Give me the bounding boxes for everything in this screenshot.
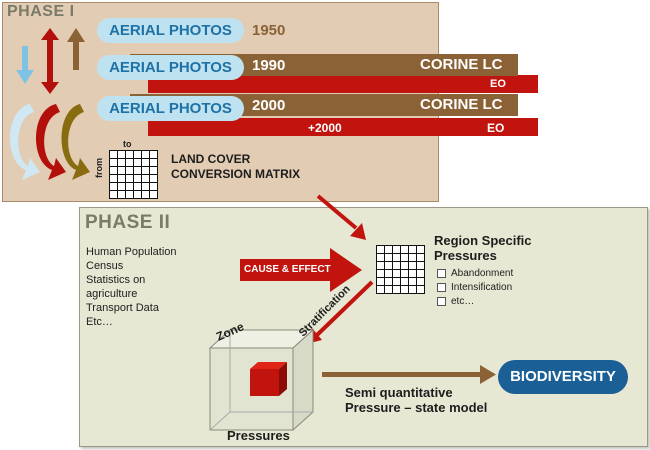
eo-2000: EO	[487, 121, 505, 135]
aerial-photos-1950-pill: AERIAL PHOTOS	[97, 18, 244, 43]
corine-lc-2000: CORINE LC	[420, 96, 503, 113]
matrix-title-line1: LAND COVER	[171, 152, 251, 166]
checkbox-icon	[437, 296, 446, 306]
year-1950: 1950	[252, 22, 286, 39]
cause-effect-label: CAUSE & EFFECT	[244, 264, 331, 275]
corine-lc-1990: CORINE LC	[420, 56, 503, 73]
data-source-item: Census	[86, 260, 124, 272]
matrix-to-region-arrow-icon	[316, 194, 366, 240]
eo-1990: EO	[490, 78, 506, 90]
data-source-item: agriculture	[86, 288, 138, 300]
brown-up-arrow-icon	[67, 28, 85, 70]
conversion-matrix-grid	[109, 150, 158, 199]
to-biodiversity-arrow-icon	[322, 365, 496, 384]
pressure-item: etc…	[437, 295, 513, 309]
data-source-item: Human Population	[86, 246, 177, 258]
region-title-line1: Region Specific	[434, 233, 532, 248]
pressures-label: Pressures	[227, 428, 290, 443]
aerial-photos-2000-pill: AERIAL PHOTOS	[97, 96, 244, 121]
region-title-line2: Pressures	[434, 248, 497, 263]
model-label: Semi quantitative Pressure – state model	[345, 385, 487, 415]
region-pressures-list: Abandonment Intensification etc…	[437, 267, 513, 309]
curved-arrows-icon	[9, 104, 90, 180]
phase1-title: PHASE I	[7, 3, 75, 20]
matrix-title-line2: CONVERSION MATRIX	[171, 167, 301, 181]
data-source-item: Transport Data	[86, 302, 159, 314]
red-double-arrow-icon	[41, 28, 59, 94]
checkbox-icon	[437, 268, 446, 278]
data-sources-list: Human Population Census Statistics on ag…	[86, 245, 177, 329]
pressure-item: Intensification	[437, 281, 513, 295]
eo-1990-bar	[148, 75, 538, 93]
blue-down-arrow-icon	[16, 46, 34, 84]
data-source-item: Etc…	[86, 316, 113, 328]
year-2000: 2000	[252, 97, 286, 114]
matrix-to-label: to	[123, 139, 132, 149]
aerial-photos-1990-pill: AERIAL PHOTOS	[97, 55, 244, 80]
checkbox-icon	[437, 282, 446, 292]
data-source-item: Statistics on	[86, 274, 146, 286]
phase2-title: PHASE II	[85, 212, 171, 233]
model-label-line2: Pressure – state model	[345, 400, 488, 415]
phase1-arrows	[9, 28, 90, 180]
year-1990: 1990	[252, 57, 286, 74]
region-pressures-grid	[376, 245, 425, 294]
matrix-title: LAND COVER CONVERSION MATRIX	[171, 152, 300, 182]
phase2-panel	[79, 207, 648, 447]
model-label-line1: Semi quantitative	[345, 385, 453, 400]
eo-year-2000: +2000	[308, 121, 342, 135]
biodiversity-badge: BIODIVERSITY	[498, 360, 628, 394]
cause-effect-arrow-icon	[240, 248, 362, 292]
eo-2000-bar	[148, 118, 538, 136]
region-pressures-title: Region Specific Pressures	[434, 233, 532, 263]
zone-cube-icon	[208, 328, 315, 432]
pressure-item: Abandonment	[437, 267, 513, 281]
